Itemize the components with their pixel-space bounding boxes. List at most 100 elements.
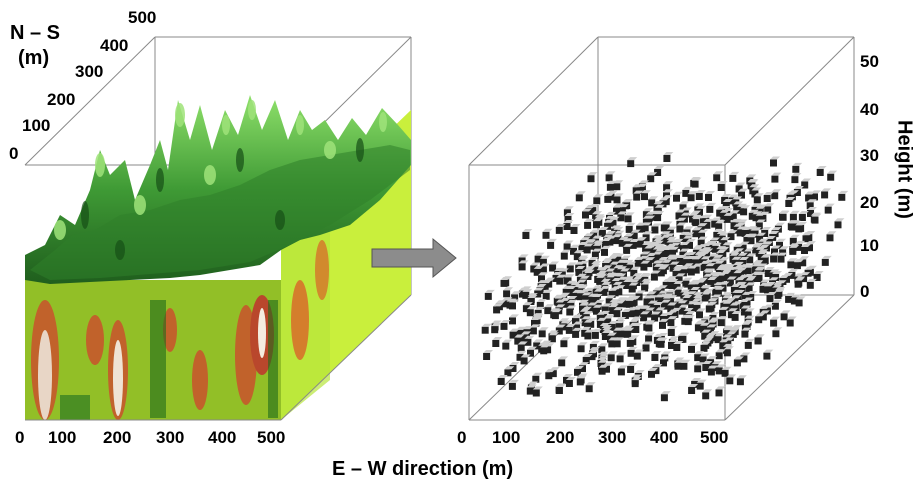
voxel: [834, 218, 845, 229]
voxel: [691, 256, 702, 267]
voxel: [534, 287, 545, 298]
voxel: [691, 177, 702, 188]
right-panel-voxel-block: [468, 36, 855, 421]
voxel: [801, 178, 812, 189]
voxel: [716, 206, 727, 217]
voxel: [789, 244, 800, 255]
voxel: [838, 190, 849, 201]
voxel: [626, 336, 637, 347]
voxel: [697, 223, 708, 234]
voxel: [579, 362, 590, 373]
voxel: [826, 231, 837, 242]
voxel: [687, 281, 698, 292]
voxel: [522, 228, 533, 239]
voxel: [759, 310, 770, 321]
voxel: [608, 255, 619, 266]
voxel: [596, 317, 607, 328]
voxel: [678, 304, 689, 315]
voxel: [676, 222, 687, 233]
voxel: [532, 386, 543, 397]
voxel: [651, 351, 662, 361]
voxel: [719, 257, 730, 268]
voxel: [654, 165, 665, 176]
height-tick-label: 0: [860, 282, 870, 301]
voxel: [770, 245, 781, 256]
voxel: [569, 244, 580, 255]
voxel: [628, 282, 639, 293]
voxel: [707, 277, 718, 287]
voxel: [753, 193, 764, 204]
voxel: [521, 331, 532, 342]
voxel: [711, 217, 722, 228]
ew-tick-label-left: 0: [15, 428, 25, 447]
ew-tick-label-right: 100: [492, 428, 521, 447]
ew-tick-label-left: 400: [208, 428, 237, 447]
voxel: [699, 353, 710, 364]
voxel: [598, 364, 609, 375]
voxel: [743, 248, 754, 259]
voxel: [491, 323, 502, 334]
voxel: [634, 256, 645, 267]
voxel: [527, 294, 538, 305]
voxel: [565, 323, 576, 334]
voxel: [692, 227, 703, 238]
voxel: [654, 294, 665, 305]
voxel: [493, 303, 504, 314]
voxel: [544, 304, 555, 315]
voxel: [608, 304, 619, 315]
voxel: [816, 165, 827, 176]
voxel: [549, 261, 560, 272]
left-panel-terrain-block: [24, 36, 412, 421]
voxel: [726, 276, 737, 287]
voxel: [592, 304, 603, 315]
voxel: [666, 226, 677, 237]
voxel: [645, 307, 656, 318]
voxel: [576, 290, 587, 301]
voxel: [760, 254, 771, 265]
voxel: [651, 311, 662, 322]
voxel: [770, 156, 781, 167]
ew-tick-label-left: 100: [48, 428, 77, 447]
voxel: [827, 170, 838, 181]
voxel: [744, 308, 755, 319]
voxel: [647, 172, 658, 183]
voxel: [509, 314, 520, 325]
voxel: [560, 249, 571, 260]
voxel: [717, 316, 728, 327]
voxel: [729, 210, 740, 221]
left-front-hotspots: [31, 240, 329, 420]
voxel: [824, 203, 835, 214]
voxel: [687, 342, 698, 353]
voxel: [502, 339, 513, 350]
voxel: [666, 256, 677, 267]
voxel: [667, 302, 678, 313]
voxel: [536, 299, 547, 309]
voxel: [627, 157, 638, 168]
voxel: [651, 223, 662, 234]
voxel: [700, 322, 711, 333]
voxel: [564, 274, 575, 285]
voxel: [688, 384, 699, 394]
voxel: [591, 248, 602, 259]
voxel: [621, 308, 632, 319]
voxel: [596, 274, 607, 285]
voxel: [673, 340, 684, 351]
voxel: [572, 327, 583, 338]
voxel: [729, 171, 740, 182]
ns-axis-title: N – S: [10, 22, 61, 44]
voxel: [795, 222, 806, 233]
voxel: [702, 360, 713, 371]
voxel: [715, 349, 726, 360]
voxel: [560, 337, 571, 348]
voxel: [645, 332, 656, 343]
voxel: [683, 263, 694, 274]
voxel: [675, 273, 686, 284]
voxel: [740, 205, 751, 216]
voxel: [806, 278, 817, 289]
voxel: [687, 265, 698, 276]
voxel: [663, 152, 674, 162]
voxel: [721, 366, 732, 377]
voxel: [542, 289, 553, 300]
voxel: [799, 256, 810, 267]
